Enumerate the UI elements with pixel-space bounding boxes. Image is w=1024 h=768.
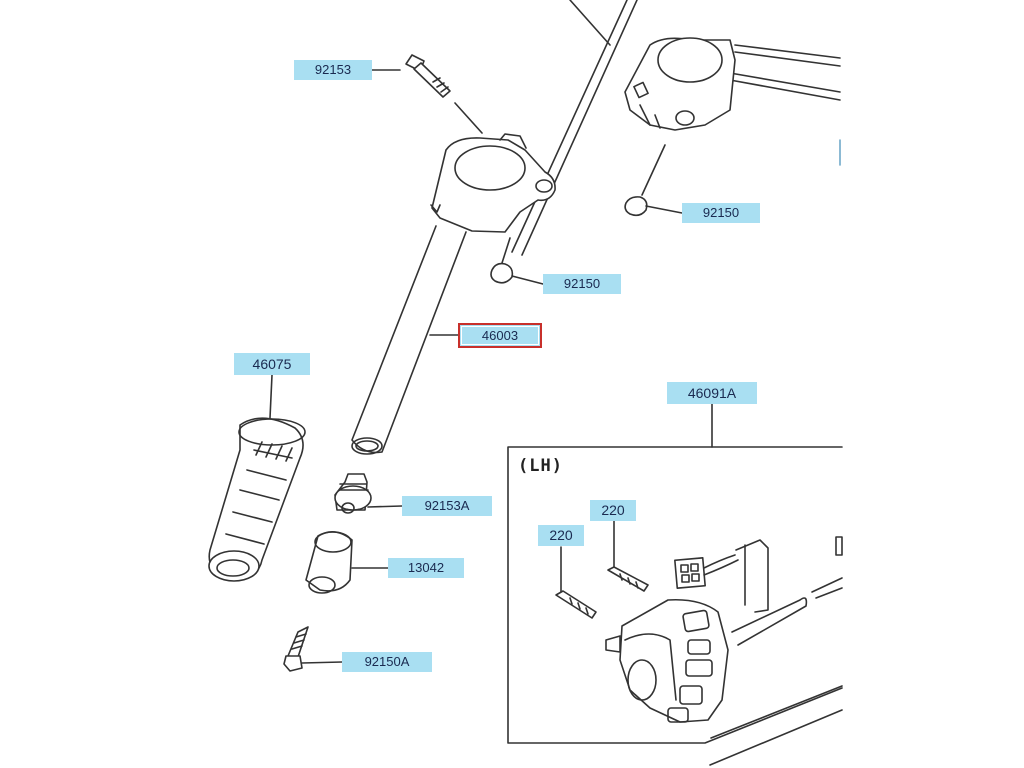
part-label-92153[interactable]: 92153: [294, 60, 372, 80]
bolt-92150-top: [624, 144, 683, 217]
bolt-92150A: [283, 626, 343, 672]
weight-13042: [305, 531, 389, 594]
leader-lines: [269, 69, 713, 448]
frame-lines: [511, 0, 841, 256]
bolt-92150-mid: [490, 237, 544, 285]
part-label-46075[interactable]: 46075: [234, 353, 310, 375]
part-label-13042[interactable]: 13042: [388, 558, 464, 578]
lh-switch-box: [507, 446, 843, 766]
nut-92153A: [334, 473, 403, 514]
part-label-220-right[interactable]: 220: [590, 500, 636, 521]
part-label-220-left[interactable]: 220: [538, 525, 584, 546]
grip-46075: [208, 417, 306, 582]
upper-clamp-right: [624, 37, 736, 131]
bolt-92153: [405, 54, 483, 134]
part-label-92153A[interactable]: 92153A: [402, 496, 492, 516]
lh-box-title: (LH): [518, 456, 563, 476]
part-label-92150A[interactable]: 92150A: [342, 652, 432, 672]
handlebar-46003: [351, 133, 556, 455]
part-label-92150-top[interactable]: 92150: [682, 203, 760, 223]
part-label-92150-mid[interactable]: 92150: [543, 274, 621, 294]
part-label-46003[interactable]: 46003: [458, 323, 542, 348]
part-label-46091A[interactable]: 46091A: [667, 382, 757, 404]
